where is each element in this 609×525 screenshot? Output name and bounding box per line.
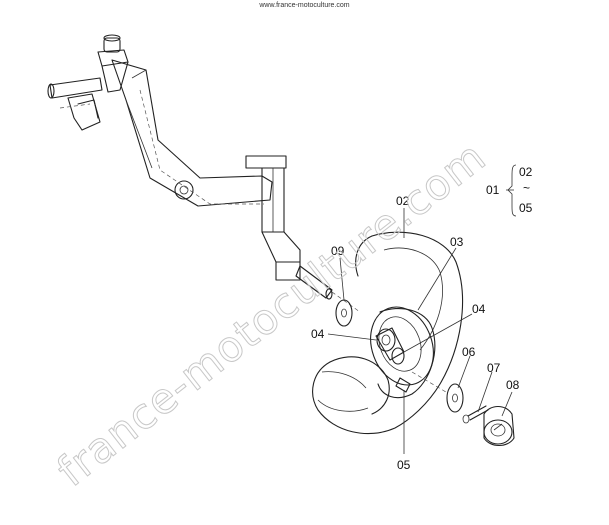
callout-08: 08 [506,378,520,392]
callout-04-right: 04 [472,302,486,316]
callout-02: 02 [396,194,410,208]
callout-05: 05 [397,458,411,472]
callout-03: 03 [450,235,464,249]
tire [312,231,464,435]
hub-cap-08 [483,405,515,447]
callout-07: 07 [487,361,501,375]
washer-06 [411,371,464,413]
assembly-reference: 01 02 ~ 05 [486,164,533,217]
part-callouts: 02 03 04 04 05 06 07 08 09 [311,194,520,472]
wheel-rim [370,306,436,399]
callout-09: 09 [331,244,345,258]
source-url: www.france-motoculture.com [259,2,350,9]
assembly-range-end: 05 [519,201,533,215]
assembly-range-tilde: ~ [523,181,530,195]
frame-arm [47,34,361,313]
assembly-range-start: 02 [519,165,533,179]
callout-06: 06 [462,345,476,359]
callout-04-left: 04 [311,327,325,341]
washer-09 [335,299,353,327]
leader-lines [327,208,513,454]
assembly-ref-label: 01 [486,183,500,197]
